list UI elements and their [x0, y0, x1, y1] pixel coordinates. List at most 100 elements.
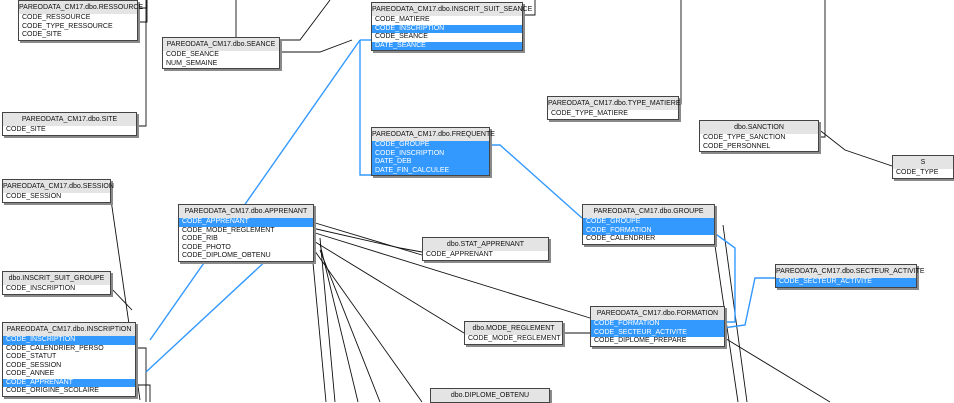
table-title: PAREODATA_CM17.dbo.SEANCE	[163, 38, 279, 51]
column-row[interactable]: CODE_PERSONNEL	[703, 142, 771, 150]
column-row[interactable]: CODE_SECTEUR_ACTIVITE	[776, 278, 916, 287]
table-title: PAREODATA_CM17.dbo.SITE	[3, 113, 136, 126]
column-row[interactable]: CODE_PHOTO	[182, 243, 231, 251]
column-row[interactable]: CODE_SESSION	[6, 361, 62, 369]
column-row[interactable]: CODE_RIB	[182, 235, 218, 242]
relationship-line	[278, 0, 331, 41]
column-row[interactable]: CODE_MODE_REGLEMENT	[468, 335, 561, 342]
table-title: PAREODATA_CM17.dbo.RESSOURCE	[19, 1, 143, 14]
column-row[interactable]: CODE_CALENDRIER	[586, 235, 656, 242]
column-row[interactable]: CODE_APPRENANT	[3, 378, 135, 387]
column-row[interactable]: CODE_ORIGINE_SCOLAIRE	[6, 387, 99, 394]
relationship-line	[319, 243, 359, 403]
table-title: PAREODATA_CM17.dbo.INSCRIT_SUIT_SEANCE	[372, 3, 532, 16]
relationship-line	[311, 246, 423, 403]
column-row[interactable]: CODE_SEANCE	[166, 51, 219, 58]
relationship-line	[712, 231, 739, 403]
relationship-line	[136, 0, 148, 23]
relationship-line	[319, 249, 381, 403]
relationship-line	[311, 231, 591, 319]
table-title: PAREODATA_CM17.dbo.FORMATION	[591, 307, 724, 320]
column-row[interactable]: CODE_GROUPE	[583, 218, 714, 227]
table-title: dbo.SANCTION	[700, 121, 818, 134]
relationship-line	[311, 239, 465, 334]
column-row[interactable]: CODE_FORMATION	[583, 226, 714, 235]
column-row[interactable]: CODE_TYPE_RESSOURCE	[22, 22, 113, 30]
relationship-line	[311, 227, 423, 253]
relationship-line	[311, 251, 327, 403]
column-row[interactable]: CODE_GROUPE	[372, 141, 489, 150]
column-row[interactable]: CODE_INSCRIPTION	[372, 149, 489, 158]
relationship-line	[722, 336, 831, 403]
column-row[interactable]: CODE_INSCRIPTION	[3, 336, 135, 345]
table-title: dbo.STAT_APPRENANT	[423, 238, 548, 251]
relationship-line	[677, 0, 682, 105]
column-row[interactable]: DATE_SEANCE	[372, 41, 522, 50]
relationship-line	[816, 127, 893, 167]
column-row[interactable]: NUM_SEMAINE	[166, 59, 218, 67]
relationship-line	[817, 0, 826, 138]
column-row[interactable]: CODE_TYPE	[896, 169, 939, 176]
column-row[interactable]: CODE_APPRENANT	[179, 218, 313, 227]
column-row[interactable]: DATE_DEB	[372, 158, 489, 167]
column-row[interactable]: CODE_RESSOURCE	[22, 14, 91, 21]
table-title: PAREODATA_CM17.dbo.SECTEUR_ACTIVITE	[776, 265, 925, 278]
relationship-line	[311, 221, 423, 256]
relationship-line	[488, 144, 583, 219]
column-row[interactable]: CODE_SITE	[22, 31, 62, 38]
table-title: PAREODATA_CM17.dbo.APPRENANT	[179, 205, 313, 218]
column-row[interactable]: CODE_SITE	[6, 126, 46, 133]
column-row[interactable]: CODE_INSCRIPTION	[6, 285, 76, 292]
column-row[interactable]: CODE_DIPLOME_OBTENU	[182, 252, 271, 259]
table-title: PAREODATA_CM17.dbo.SESSION	[3, 180, 114, 193]
column-row[interactable]: CODE_MODE_REGLEMENT	[182, 226, 275, 234]
column-row[interactable]: DATE_FIN_CALCULEE	[372, 166, 489, 175]
column-row[interactable]: CODE_FORMATION	[591, 320, 724, 329]
column-row[interactable]: CODE_DIPLOME_PREPARE	[594, 337, 687, 344]
column-row[interactable]: CODE_SEANCE	[375, 33, 428, 40]
column-row[interactable]: CODE_STATUT	[6, 353, 57, 360]
relationship-line	[109, 286, 133, 311]
relationship-line	[521, 0, 536, 16]
table-title: PAREODATA_CM17.dbo.INSCRIPTION	[3, 323, 135, 336]
relationship-line	[134, 384, 151, 402]
column-row[interactable]: CODE_TYPE_MATIERE	[551, 110, 628, 117]
table-diplome-obtenu[interactable]: dbo.DIPLOME_OBTENU	[430, 388, 550, 403]
relationship-line	[319, 237, 336, 403]
table-title: S	[893, 156, 953, 169]
column-row[interactable]: CODE_APPRENANT	[426, 251, 493, 258]
relationship-line	[136, 0, 147, 127]
column-row[interactable]: CODE_CALENDRIER_PERSO	[6, 344, 104, 352]
column-row[interactable]: CODE_INSCRIPTION	[372, 24, 522, 33]
relationship-line	[134, 347, 147, 402]
column-row[interactable]: CODE_ANNEE	[6, 370, 55, 377]
relationship-line	[722, 277, 775, 329]
table-title: PAREODATA_CM17.dbo.TYPE_MATIERE	[548, 97, 681, 110]
relationship-line	[149, 39, 361, 341]
table-title: PAREODATA_CM17.dbo.GROUPE	[583, 205, 714, 218]
column-row[interactable]: CODE_SESSION	[6, 193, 62, 200]
column-row[interactable]: CODE_MATIERE	[375, 16, 430, 23]
table-title: dbo.INSCRIT_SUIT_GROUPE	[3, 272, 110, 285]
column-row[interactable]: CODE_TYPE_SANCTION	[703, 134, 786, 141]
column-row[interactable]: CODE_SECTEUR_ACTIVITE	[591, 328, 724, 337]
relationship-line	[359, 40, 371, 176]
table-title: dbo.DIPLOME_OBTENU	[431, 389, 549, 402]
